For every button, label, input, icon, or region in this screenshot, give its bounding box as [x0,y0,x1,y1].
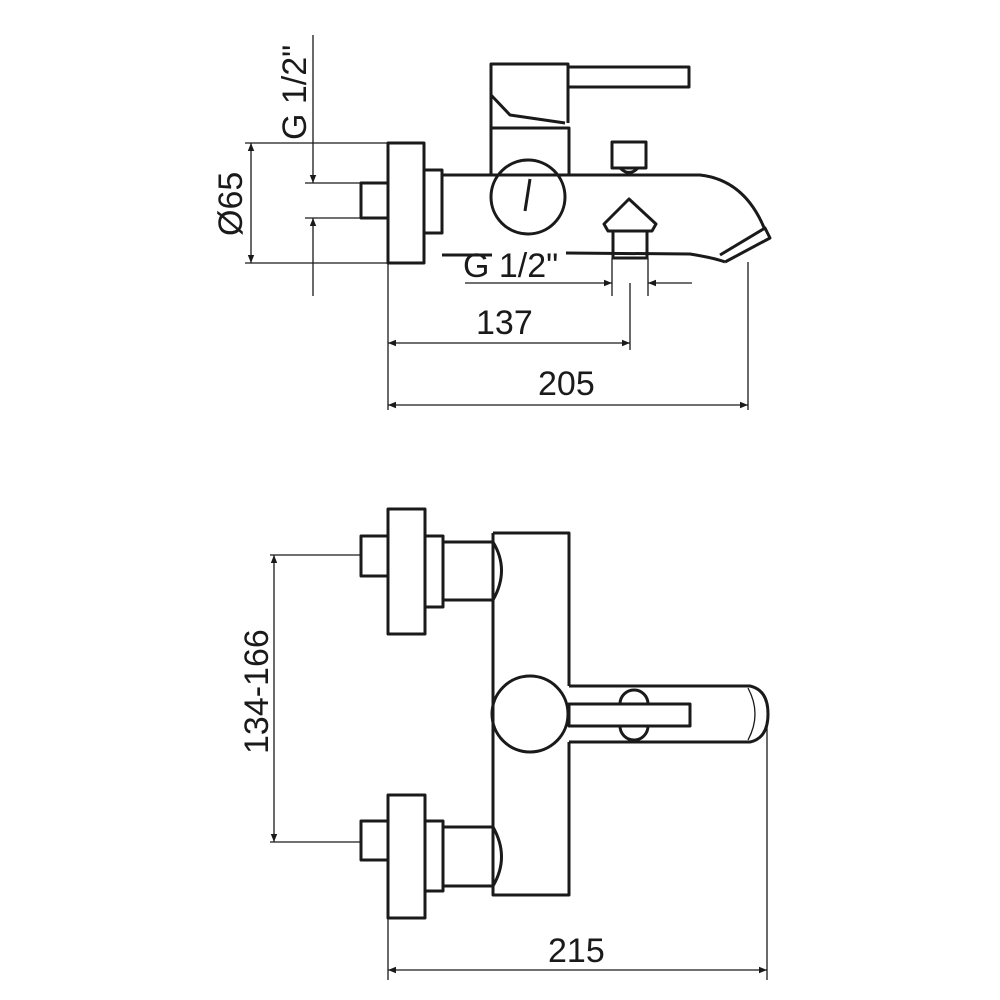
outlet-distance-dimension: 137 [387,263,631,410]
inlet-thread-dimension: G 1/2" [276,35,362,296]
total-depth-dimension-side: 205 [388,262,749,410]
side-total-depth-label: 205 [538,365,595,403]
flange-diameter-dimension: Ø65 [212,142,390,264]
top-view: 134-166 215 [238,507,770,980]
outlet-thread-dimension: G 1/2" [463,247,692,296]
inlet-spacing-label: 134-166 [238,629,276,754]
flange-diameter-label: Ø65 [212,172,250,236]
outlet-thread-label: G 1/2" [463,247,558,285]
top-total-depth-label: 215 [548,932,605,970]
inlet-spacing-dimension: 134-166 [238,554,362,843]
inlet-thread-label: G 1/2" [276,45,314,140]
total-depth-dimension-top: 215 [387,722,768,980]
side-view: G 1/2" Ø65 [212,35,772,410]
mixer-side-outline [359,62,772,265]
mixer-top-outline [359,507,770,920]
outlet-distance-label: 137 [476,304,533,342]
